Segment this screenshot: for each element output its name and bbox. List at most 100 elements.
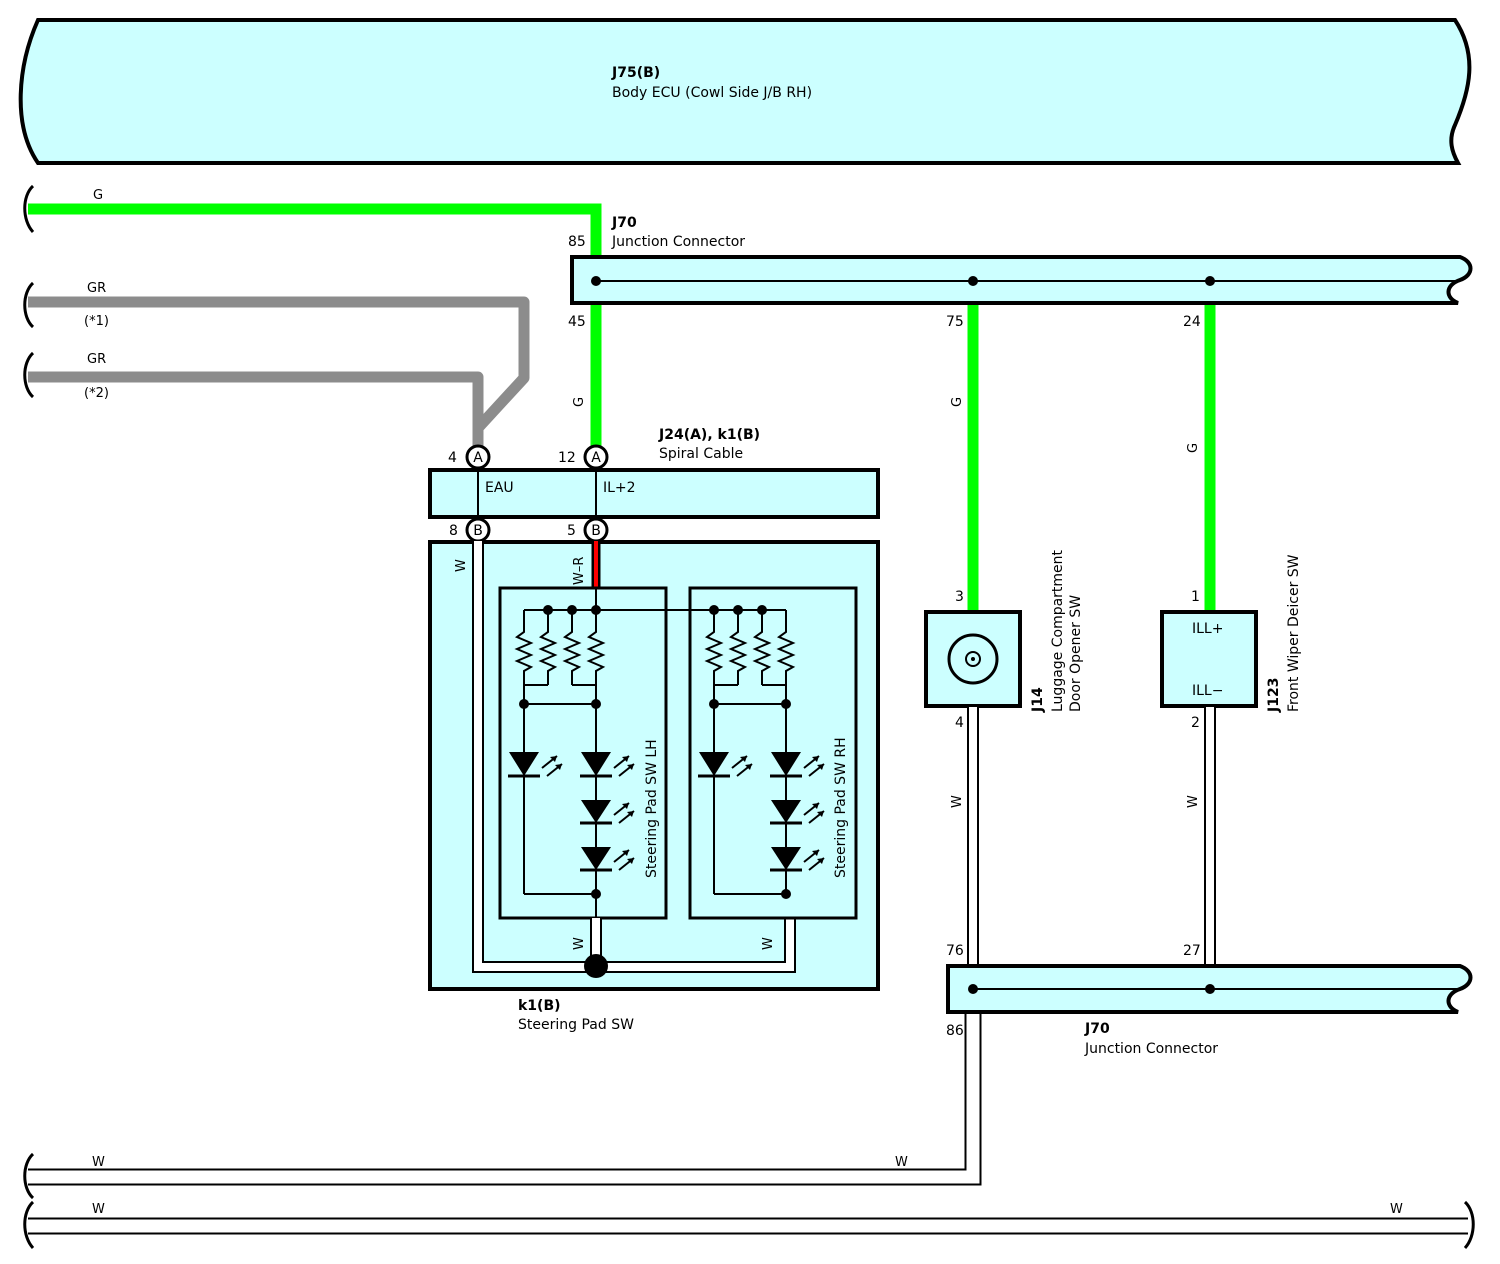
- wire-w-j70-to-ecu-casing: [28, 1012, 982, 1186]
- led-lh-3: [580, 800, 635, 825]
- connector-b-eau-label: B: [473, 523, 483, 539]
- led-rh-4: [770, 847, 825, 872]
- wire-label-g-spiral: G: [572, 397, 587, 407]
- luggage-switch-code: J14: [1030, 687, 1046, 713]
- rh-nodes: [709, 605, 791, 899]
- led-lh-1: [508, 752, 563, 778]
- wire-label-g-luggage: G: [950, 397, 965, 407]
- spiral-cable-name: Spiral Cable: [659, 446, 743, 462]
- rh-resistor-2: [728, 610, 748, 685]
- wiper-switch: ILL+ ILL− 1 2 J123 Front Wiper Deicer SW: [1160, 554, 1302, 731]
- junction-bottom-name: Junction Connector: [1084, 1041, 1218, 1057]
- wiper-switch-box: [1160, 610, 1258, 708]
- wire-label-gr1: GR: [87, 281, 106, 296]
- wire-label-w-bottom-2-right: W: [1390, 1202, 1403, 1217]
- junction-top-pin-45: 45: [568, 314, 586, 330]
- break-mark-w2: [23, 1200, 35, 1250]
- wire-label-g-top: G: [93, 188, 103, 203]
- connector-a-eau-label: A: [473, 450, 483, 466]
- body-ecu: J75(B) Body ECU (Cowl Side J/B RH): [18, 18, 1472, 165]
- luggage-pin-4: 4: [955, 715, 964, 731]
- spiral-pin-5: 5: [567, 523, 576, 539]
- junction-top-pin-75: 75: [946, 314, 964, 330]
- break-mark-g: [23, 184, 35, 234]
- connector-b-eau: B: [465, 517, 491, 543]
- junction-bottom-code: J70: [1084, 1021, 1110, 1037]
- led-rh-3: [770, 800, 825, 825]
- wire-labels: G GR (*1) GR (*2) G G G: [84, 188, 1201, 453]
- wire-label-w-pin8: W: [454, 559, 469, 572]
- spiral-pin-12: 12: [558, 450, 576, 466]
- wiper-terminal-ill-plus: ILL+: [1192, 621, 1223, 637]
- break-mark-w1: [23, 1152, 35, 1200]
- junction-bottom-pin-76: 76: [946, 943, 964, 959]
- junction-top: J70 Junction Connector 85 45 75 24: [568, 215, 1473, 330]
- luggage-switch-name-1: Luggage Compartment: [1050, 549, 1066, 712]
- junction-bottom-node-76: [968, 984, 978, 994]
- wire-label-note2: (*2): [84, 386, 109, 401]
- rh-resistor-network: [704, 609, 796, 895]
- spiral-terminal-eau: EAU: [485, 480, 514, 496]
- led-rh-1: [698, 752, 753, 778]
- connector-a-eau: A: [465, 444, 491, 470]
- spiral-pin-8: 8: [449, 523, 458, 539]
- wire-g-ecu-to-j70: [28, 203, 602, 258]
- steering-rh-label: Steering Pad SW RH: [833, 737, 849, 878]
- rh-resistor-4: [776, 610, 796, 685]
- rh-resistor-3: [752, 610, 772, 685]
- led-lh-2: [580, 752, 635, 778]
- luggage-switch: 3 4 J14 Luggage Compartment Door Opener …: [924, 549, 1084, 731]
- lh-nodes: [519, 605, 601, 899]
- break-mark-gr2: [23, 351, 35, 399]
- green-wires: [28, 203, 1216, 612]
- spiral-cable-code: J24(A), k1(B): [658, 427, 760, 443]
- ground-splice: [584, 954, 608, 978]
- wire-w-j70-to-ecu-core: [28, 1012, 980, 1184]
- spiral-cable-box: [428, 468, 880, 519]
- connector-b-il2: B: [583, 517, 609, 543]
- wire-label-gr2: GR: [87, 352, 106, 367]
- spiral-cable: J24(A), k1(B) Spiral Cable EAU IL+2 4 12…: [428, 427, 880, 543]
- luggage-switch-symbol-dot: [971, 657, 975, 661]
- junction-top-node-75: [968, 276, 978, 286]
- break-mark-w2-right: [1463, 1200, 1475, 1250]
- connector-a-eau-ring: [465, 444, 491, 470]
- wire-break-marks: [23, 184, 1475, 1250]
- luggage-pin-3: 3: [955, 589, 964, 605]
- luggage-switch-symbol-outer: [947, 633, 999, 685]
- connector-a-il2: A: [583, 444, 609, 470]
- gray-wires: [28, 296, 530, 447]
- wire-label-w-bottom-2-left: W: [92, 1202, 105, 1217]
- break-mark-gr1: [23, 281, 35, 329]
- luggage-switch-name-2: Door Opener SW: [1068, 595, 1084, 712]
- white-wires: W W W W W W: [28, 707, 1468, 1235]
- lh-resistor-network: [514, 588, 606, 940]
- spiral-pin-4: 4: [448, 450, 457, 466]
- body-ecu-code: J75(B): [611, 65, 660, 81]
- lh-resistor-3: [562, 610, 582, 685]
- wire-w-pin8-core: [474, 541, 794, 971]
- wire-label-wr: W–R: [572, 557, 587, 585]
- junction-bottom-pin-86: 86: [946, 1023, 964, 1039]
- steering-pad-name: Steering Pad SW: [518, 1017, 634, 1033]
- body-ecu-box: [18, 18, 1472, 165]
- wire-label-g-wiper: G: [1186, 443, 1201, 453]
- wiper-pin-2: 2: [1191, 715, 1200, 731]
- steering-lh-label: Steering Pad SW LH: [644, 739, 660, 878]
- body-ecu-name: Body ECU (Cowl Side J/B RH): [612, 85, 812, 101]
- rh-leds: [698, 752, 825, 872]
- junction-bottom-pin-27: 27: [1183, 943, 1201, 959]
- wire-label-w-rh-ground: W: [761, 937, 776, 950]
- junction-top-pin-24: 24: [1183, 314, 1201, 330]
- wiper-switch-code: J123: [1266, 678, 1282, 713]
- wiper-switch-name: Front Wiper Deicer SW: [1286, 554, 1302, 712]
- steering-pad: Steering Pad SW LH Steering Pad SW RH k1…: [428, 540, 880, 1033]
- rh-resistor-1: [704, 610, 724, 685]
- luggage-switch-symbol-inner: [965, 651, 981, 667]
- connector-a-il2-label: A: [591, 450, 601, 466]
- junction-top-node-85: [591, 276, 601, 286]
- led-lh-4: [580, 847, 635, 872]
- wire-label-w-luggage: W: [950, 795, 965, 808]
- junction-top-node-24: [1205, 276, 1215, 286]
